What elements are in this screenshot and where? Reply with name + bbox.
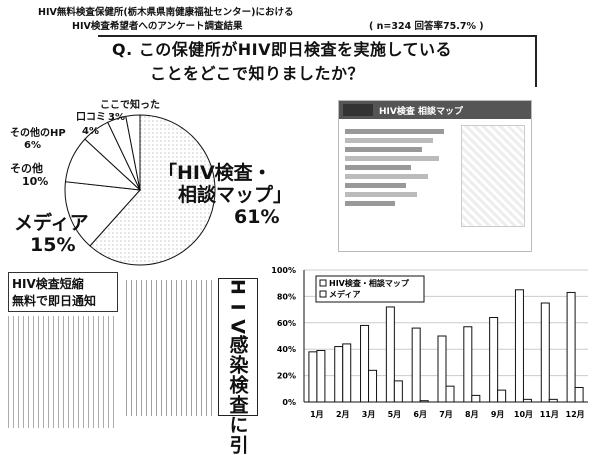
bar-media-1 <box>342 343 352 403</box>
website-banner-text: HIV検査 相談マップ <box>379 106 463 117</box>
x-tick-label: 3月 <box>362 410 376 419</box>
y-tick-label: 60% <box>277 319 296 328</box>
pie-label-map: 「HIV検査・ 相談マップ」 61% <box>158 162 293 228</box>
y-tick-label: 0% <box>282 398 296 407</box>
logo-block <box>343 104 373 116</box>
question-line2: ことをどこで知りましたか？ <box>150 64 365 83</box>
x-tick-label: 5月 <box>388 410 402 419</box>
bar-map-10 <box>566 291 576 403</box>
bar-map-4 <box>411 327 421 403</box>
bar-media-2 <box>368 369 378 403</box>
bar-media-9 <box>548 398 558 403</box>
clipping-body-text <box>8 316 118 428</box>
pie-slice-0 <box>89 114 216 266</box>
survey-stats: ( n=324 回答率75.7% ) <box>369 21 484 32</box>
bar-media-5 <box>445 385 455 403</box>
bar-map-6 <box>463 326 473 403</box>
clipping-vertical-headline: H I V感染検査に引 <box>226 279 249 455</box>
bar-map-9 <box>540 302 550 403</box>
bar-map-3 <box>385 306 395 403</box>
pie-label-kuchikomi-pct: 4% <box>82 126 99 137</box>
x-tick-label: 1月 <box>310 410 324 419</box>
bar-media-0 <box>316 350 326 403</box>
bar-map-8 <box>514 289 524 403</box>
pie-chart <box>64 114 216 266</box>
bar-media-10 <box>574 386 584 403</box>
bar-chart: 0% 20% 40% 60% 80% 100% 1月 2月 3月 5月 6月 7月 8月 9月 10月 11… <box>271 266 588 419</box>
x-tick-label: 8月 <box>465 410 479 419</box>
legend-label: HIV検査・相談マップ <box>329 278 410 288</box>
pie-label-other: その他 10% <box>10 162 49 188</box>
x-tick-label: 12月 <box>566 410 585 419</box>
survey-title-line2: HIV検査希望者へのアンケート調査結果 <box>72 21 243 32</box>
bar-map-0 <box>308 351 318 403</box>
bar-media-4 <box>419 400 429 403</box>
y-tick-label: 40% <box>277 345 296 354</box>
legend-swatch <box>319 279 327 287</box>
pie-label-media: メディア 15% <box>14 212 89 256</box>
website-map-area <box>461 125 525 227</box>
x-tick-label: 6月 <box>413 410 427 419</box>
pie-slice-1 <box>64 181 142 247</box>
news-clipping-right: H I V感染検査に引 <box>126 272 261 455</box>
pie-label-other-hp: その他のHP 6% <box>10 128 66 151</box>
survey-title-line1: HIV無料検査保健所(栃木県県南健康福祉センター)における <box>38 7 294 18</box>
website-banner: HIV検査 相談マップ <box>339 101 531 119</box>
bar-media-8 <box>522 398 532 403</box>
bar-map-5 <box>437 335 447 403</box>
pie-label-kuchikomi: 口コミ <box>76 112 106 123</box>
legend-swatch <box>319 290 327 298</box>
bar-map-1 <box>334 346 344 403</box>
pie-label-koko: ここで知った 3% <box>100 100 160 123</box>
x-tick-label: 7月 <box>439 410 453 419</box>
clipping-headline2: 無料で即日通知 <box>12 294 97 308</box>
y-tick-label: 100% <box>271 266 296 275</box>
x-tick-label: 10月 <box>514 410 533 419</box>
clipping2-body-text <box>126 280 214 416</box>
pie-slice-5 <box>125 114 141 191</box>
y-tick-label: 20% <box>277 372 296 381</box>
question-line1: Q. この保健所がHIV即日検査を実施している <box>112 40 452 59</box>
x-tick-label: 2月 <box>336 410 350 419</box>
clipping-headline1: HIV検査短縮 <box>12 277 84 291</box>
bar-media-7 <box>497 389 507 403</box>
website-screenshot: HIV検査 相談マップ <box>338 100 532 252</box>
bar-media-3 <box>393 380 403 403</box>
legend-box <box>315 275 425 303</box>
news-clipping-left: HIV検査短縮 無料で即日通知 <box>8 272 118 428</box>
y-tick-label: 80% <box>277 292 296 301</box>
bar-media-6 <box>471 394 481 403</box>
question-box <box>98 35 537 87</box>
bar-map-7 <box>489 317 499 403</box>
legend-label: メディア <box>329 289 360 299</box>
x-tick-label: 9月 <box>491 410 505 419</box>
x-tick-label: 11月 <box>540 410 559 419</box>
bar-map-2 <box>360 324 370 403</box>
